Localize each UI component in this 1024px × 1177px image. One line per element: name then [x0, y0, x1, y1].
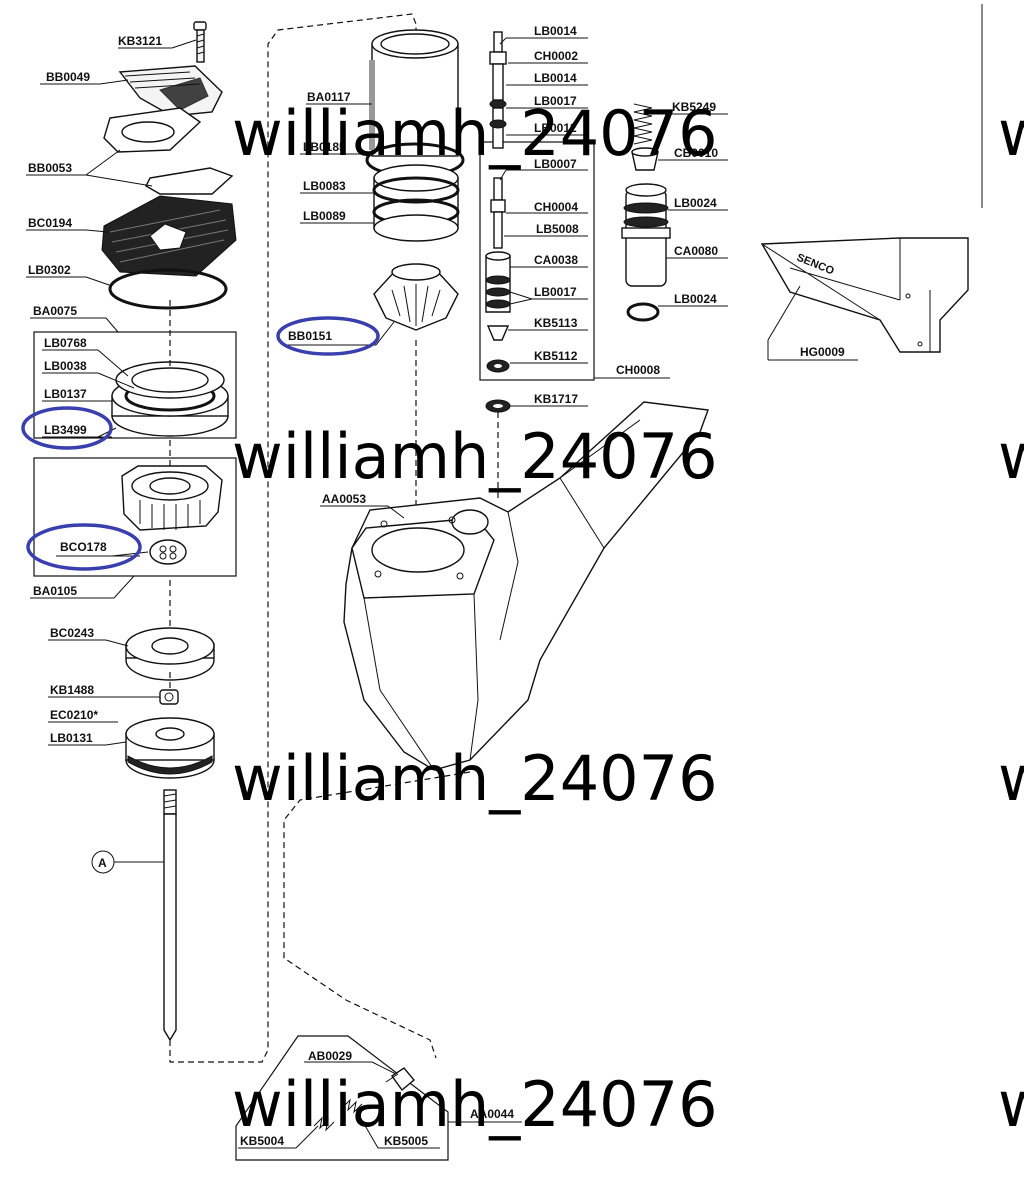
label-kb5004: KB5004 [240, 1134, 284, 1148]
watermark-7: williamh_24076 [998, 742, 1024, 815]
magazine-hg0009: SENCO [760, 237, 969, 353]
watermark-4: williamh_24076 [232, 1068, 718, 1141]
pin-ab0029 [385, 1067, 415, 1092]
label-lb0185: LB0185 [303, 140, 346, 154]
spring-kb5005 [341, 1098, 363, 1114]
label-lb0768: LB0768 [44, 336, 87, 350]
driver-blade [163, 789, 177, 1042]
nut-kb1488 [159, 689, 179, 705]
highlight-bco178 [26, 523, 142, 571]
label-aa0053: AA0053 [322, 492, 366, 506]
label-lb5008: LB5008 [536, 222, 579, 236]
piston-lb0131 [125, 717, 215, 779]
spring-kb5004 [313, 1116, 335, 1132]
valve-stem-upper [489, 31, 507, 149]
label-lb0137: LB0137 [44, 387, 87, 401]
label-lb0024b: LB0024 [674, 292, 717, 306]
label-lb0302: LB0302 [28, 263, 71, 277]
box-ba0105 [33, 457, 237, 577]
label-lb0131: LB0131 [50, 731, 93, 745]
center-column-assembly: BA0117 LB0185 LB0083 LB0089 BB0151 [276, 29, 709, 771]
label-ab0029: AB0029 [308, 1049, 352, 1063]
watermark-2: williamh_24076 [232, 420, 718, 493]
cap-cb0010 [631, 147, 659, 171]
spring-kb5249 [633, 103, 653, 145]
box-ch0008 [479, 141, 595, 381]
label-ca0080: CA0080 [674, 244, 718, 258]
label-lb0017b: LB0017 [534, 285, 577, 299]
screw-kb3121 [193, 21, 207, 63]
watermark-1: williamh_24076 [232, 97, 718, 170]
highlight-bb0151 [276, 316, 380, 356]
label-bco178: BCO178 [60, 540, 107, 554]
label-lb0083: LB0083 [303, 179, 346, 193]
label-ch0004: CH0004 [534, 200, 578, 214]
label-bb0151: BB0151 [288, 329, 332, 343]
label-ch0008: CH0008 [616, 363, 660, 377]
label-lb0014a: LB0014 [534, 24, 577, 38]
watermark-3: williamh_24076 [232, 742, 718, 815]
valve-column-assembly: LB0014 CH0002 LB0014 LB0017 LB0012 LB000… [479, 24, 670, 500]
head-cap-bc0194 [101, 195, 237, 277]
cover-plate-bb0049 [118, 65, 223, 117]
main-housing-aa0053 [343, 401, 709, 771]
label-lb0014b: LB0014 [534, 71, 577, 85]
assembly-path-lower [283, 771, 471, 1059]
label-cb0010: CB0010 [674, 146, 718, 160]
label-ch0002: CH0002 [534, 49, 578, 63]
label-bb0049: BB0049 [46, 70, 90, 84]
label-kb5005: KB5005 [384, 1134, 428, 1148]
valve-stem-inner [485, 177, 511, 373]
label-kb5112: KB5112 [534, 349, 578, 363]
gaskets-bb0053 [103, 107, 234, 195]
label-aa0044: AA0044 [470, 1107, 514, 1121]
piston-seal-stack [111, 361, 229, 437]
watermarks: williamh_24076 williamh_24076 williamh_2… [232, 97, 1024, 1141]
left-column-assembly: KB3121 BB0049 BB0053 BC0194 LB0302 [21, 21, 237, 1042]
valve-housing [121, 465, 223, 565]
label-kb5249: KB5249 [672, 100, 716, 114]
label-hg0009: HG0009 [800, 345, 845, 359]
label-kb1717: KB1717 [534, 392, 578, 406]
label-ba0117: BA0117 [307, 90, 351, 104]
highlight-lb3499 [21, 406, 113, 450]
label-kb5113: KB5113 [534, 316, 578, 330]
label-ec0210: EC0210* [50, 708, 98, 722]
label-a: A [98, 856, 107, 870]
label-lb0089: LB0089 [303, 209, 346, 223]
label-lb0012: LB0012 [534, 121, 577, 135]
trigger-assembly: AB0029 AA0044 KB5004 KB5005 [235, 1035, 522, 1161]
sleeve-lb0089 [372, 164, 460, 242]
watermark-8: williamh_24076 [998, 1068, 1024, 1141]
cone-bb0151 [373, 263, 459, 331]
label-bc0194: BC0194 [28, 216, 72, 230]
label-lb0024a: LB0024 [674, 196, 717, 210]
label-ba0105: BA0105 [33, 584, 77, 598]
label-kb1488: KB1488 [50, 683, 94, 697]
label-lb3499: LB3499 [44, 423, 87, 437]
bumper-bc0243 [125, 627, 215, 681]
label-bc0243: BC0243 [50, 626, 94, 640]
cylinder-ba0117 [369, 29, 459, 157]
o-ring-lb0302 [108, 268, 228, 310]
label-bb0053: BB0053 [28, 161, 72, 175]
watermark-6: williamh_24076 [998, 420, 1024, 493]
assembly-path-outline [169, 13, 417, 1063]
label-kb3121: KB3121 [118, 34, 162, 48]
cartridge-column: KB5249 CB0010 LB0024 CA0080 LB0024 [621, 100, 728, 322]
label-lb0017a: LB0017 [534, 94, 577, 108]
cartridge-ca0080 [621, 183, 671, 287]
label-lb0038: LB0038 [44, 359, 87, 373]
watermark-5: williamh_24076 [998, 97, 1024, 170]
label-lb0007: LB0007 [534, 157, 577, 171]
box-ba0075 [33, 331, 237, 439]
label-ba0075: BA0075 [33, 304, 77, 318]
label-ca0038: CA0038 [534, 253, 578, 267]
o-ring-lb0024 [626, 302, 660, 322]
